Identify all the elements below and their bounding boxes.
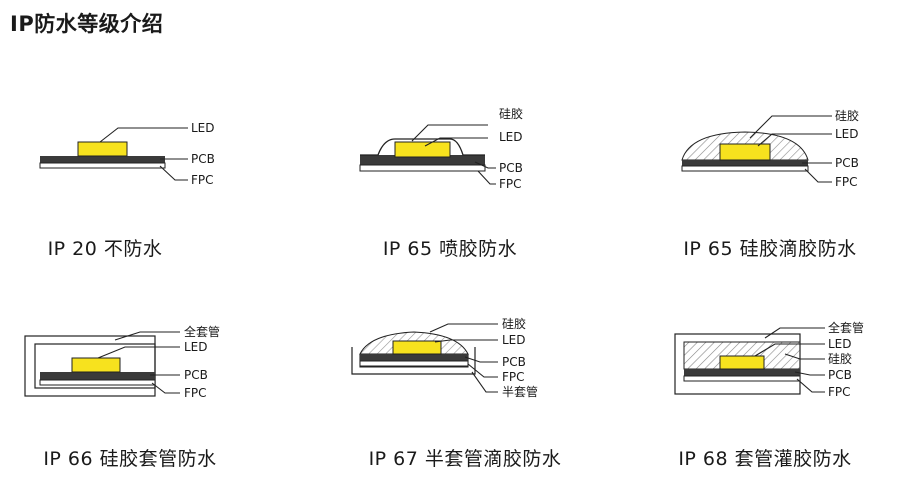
led-chip <box>77 141 128 157</box>
led-label: LED <box>499 130 523 144</box>
caption-ip20: IP 20 不防水 <box>47 238 163 260</box>
fpc-layer <box>681 165 809 172</box>
led-label: LED <box>835 127 859 141</box>
fpc-label: FPC <box>828 385 851 399</box>
diagram-ip68: 全套管 LED 硅胶 PCB FPC IP 68 套管灌胶防水 <box>600 244 900 488</box>
caption-ip68: IP 68 套管灌胶防水 <box>678 448 852 470</box>
fpc-label: FPC <box>502 370 525 384</box>
fpc-layer <box>359 360 469 367</box>
silicone-label: 硅胶 <box>499 106 523 121</box>
pcb-label: PCB <box>499 161 523 175</box>
caption-ip65-spray: IP 65 喷胶防水 <box>382 238 518 260</box>
pcb-layer <box>40 156 165 163</box>
fpc-layer <box>39 379 156 386</box>
pcb-label: PCB <box>502 355 526 369</box>
diagram-ip20: LED PCB FPC IP 20 不防水 <box>0 0 300 260</box>
spray-coating <box>360 138 485 156</box>
silicone-label: 硅胶 <box>828 351 852 366</box>
ip65-spray-illustration: 硅胶 LED PCB FPC <box>359 106 523 191</box>
led-label: LED <box>184 340 208 354</box>
pcb-label: PCB <box>828 368 852 382</box>
fpc-label: FPC <box>191 173 214 187</box>
fpc-label: FPC <box>184 386 207 400</box>
ip67-illustration: 硅胶 LED PCB FPC 半套管 <box>351 316 538 399</box>
silicone-label: 硅胶 <box>502 316 526 331</box>
pcb-layer <box>360 354 468 361</box>
led-chip <box>392 340 442 355</box>
led-chip <box>719 143 771 161</box>
diagram-ip65-drip: 硅胶 LED PCB FPC IP 65 硅胶滴胶防水 <box>600 0 900 260</box>
half-sleeve-label: 半套管 <box>502 384 538 399</box>
pcb-layer <box>40 372 155 380</box>
led-chip <box>719 355 765 370</box>
caption-ip67: IP 67 半套管滴胶防水 <box>368 448 562 470</box>
led-chip <box>394 141 451 158</box>
ip65-drip-illustration: 硅胶 LED PCB FPC <box>681 108 859 189</box>
led-label: LED <box>828 337 852 351</box>
ip68-illustration: 全套管 LED 硅胶 PCB FPC <box>674 320 864 399</box>
led-label: LED <box>191 121 215 135</box>
led-label: LED <box>502 333 526 347</box>
diagram-ip65-spray: 硅胶 LED PCB FPC IP 65 喷胶防水 <box>300 0 600 260</box>
caption-ip65-drip: IP 65 硅胶滴胶防水 <box>683 238 857 260</box>
full-sleeve-label: 全套管 <box>828 320 864 335</box>
fpc-label: FPC <box>835 175 858 189</box>
full-sleeve-label: 全套管 <box>184 324 220 339</box>
fpc-label: FPC <box>499 177 522 191</box>
pcb-layer <box>682 160 808 166</box>
led-chip <box>71 357 121 373</box>
ip20-strip-illustration: LED PCB FPC <box>39 121 215 187</box>
page-title: IP防水等级介绍 <box>10 12 164 36</box>
diagram-ip66: 全套管 LED PCB FPC IP 66 硅胶套管防水 <box>0 244 300 488</box>
fpc-layer <box>39 162 166 169</box>
ip66-illustration: 全套管 LED PCB FPC <box>24 324 220 400</box>
pcb-layer <box>360 155 485 165</box>
pcb-label: PCB <box>191 152 215 166</box>
pcb-label: PCB <box>184 368 208 382</box>
silicone-label: 硅胶 <box>835 108 859 123</box>
pcb-layer <box>684 369 800 376</box>
fpc-layer <box>683 375 801 382</box>
pcb-label: PCB <box>835 156 859 170</box>
fpc-layer <box>359 164 486 172</box>
diagram-ip67: 硅胶 LED PCB FPC 半套管 IP 67 半套管滴胶防水 <box>300 244 600 488</box>
caption-ip66: IP 66 硅胶套管防水 <box>43 448 217 470</box>
sleeve-inner <box>34 343 156 389</box>
